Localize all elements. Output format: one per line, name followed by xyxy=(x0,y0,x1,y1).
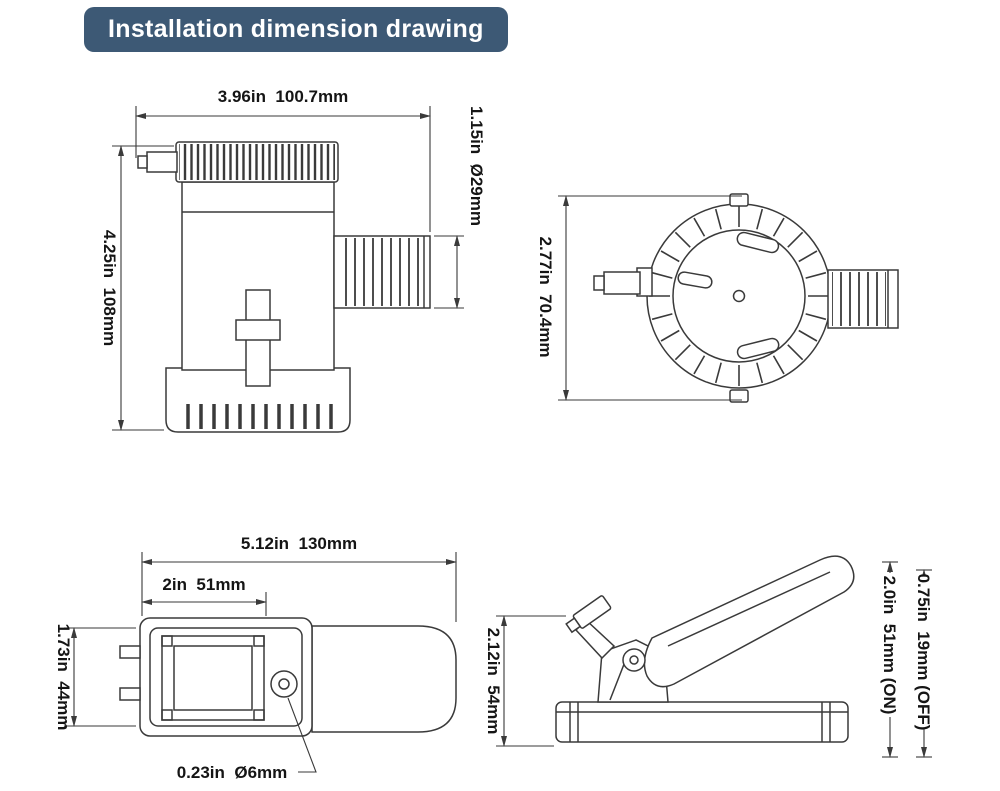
switch-top-view: 5.12in 130mm 2in 51mm 1.73in 44mm 0.23in… xyxy=(54,534,457,782)
page-title: Installation dimension drawing xyxy=(108,15,484,43)
strainer-inner-ring xyxy=(672,229,806,363)
strainer-outer-ring xyxy=(646,203,832,389)
base-slots xyxy=(180,404,336,429)
switch-prong-top xyxy=(119,645,141,659)
pump-top-view: 2.77in 70.4mm xyxy=(536,193,899,403)
off-travel-label: 0.75in 19mm (OFF) xyxy=(914,574,933,731)
top-view-nipple xyxy=(593,267,653,297)
switch-height-label: 1.73in 44mm xyxy=(54,624,73,731)
header-badge: Installation dimension drawing xyxy=(84,7,508,52)
outlet-diameter-label: 1.15in Ø29mm xyxy=(467,106,486,226)
bottom-tab xyxy=(729,389,749,403)
top-view-height-label: 2.77in 70.4mm xyxy=(536,237,555,358)
on-travel-label: 2.0in 51mm (ON) xyxy=(880,576,899,715)
mounting-hole xyxy=(270,670,298,698)
front-height-dimension: 4.25in 108mm xyxy=(100,145,174,431)
top-view-height-dimension: 2.77in 70.4mm xyxy=(536,195,742,401)
front-height-label: 4.25in 108mm xyxy=(100,230,119,346)
float-arm xyxy=(643,555,855,688)
strainer-ribs xyxy=(179,144,335,180)
top-view-outlet-pipe xyxy=(827,269,899,329)
switch-float-housing xyxy=(311,625,457,733)
side-height-dimension: 2.12in 54mm xyxy=(484,615,566,747)
switch-inner-width-dimension: 2in 51mm xyxy=(141,575,267,616)
front-nipple xyxy=(137,151,178,173)
lid-slots xyxy=(677,231,780,360)
front-width-label: 3.96in 100.7mm xyxy=(218,87,348,106)
top-tab xyxy=(729,193,749,207)
switch-width-dimension: 5.12in 130mm xyxy=(141,534,457,622)
switch-height-dimension: 1.73in 44mm xyxy=(54,624,136,731)
off-travel-dimension: 0.75in 19mm (OFF) xyxy=(913,569,935,758)
switch-inner-width-label: 2in 51mm xyxy=(162,575,245,594)
side-view-nipple xyxy=(565,595,612,634)
on-travel-dimension: 2.0in 51mm (ON) xyxy=(879,561,901,758)
lid-center xyxy=(732,289,746,303)
side-height-label: 2.12in 54mm xyxy=(484,628,503,735)
outlet-pipe xyxy=(333,235,431,309)
pump-front-view: 3.96in 100.7mm 4.25in 108mm 1.15in Ø29mm xyxy=(100,87,486,433)
hole-diameter-callout: 0.23in Ø6mm xyxy=(177,697,317,782)
front-width-dimension: 3.96in 100.7mm xyxy=(135,87,431,232)
outlet-diameter-dimension: 1.15in Ø29mm xyxy=(434,106,486,309)
switch-prong-bottom xyxy=(119,687,141,701)
pivot xyxy=(622,648,646,672)
switch-base-plate xyxy=(555,701,849,743)
switch-inner-frame xyxy=(161,635,265,721)
mounting-tab xyxy=(235,289,281,387)
switch-side-view: 2.12in 54mm 2.0in 51mm (ON) 0.75in 19mm … xyxy=(484,555,935,758)
switch-body xyxy=(139,617,313,737)
hole-diameter-label: 0.23in Ø6mm xyxy=(177,763,288,782)
switch-width-label: 5.12in 130mm xyxy=(241,534,357,553)
